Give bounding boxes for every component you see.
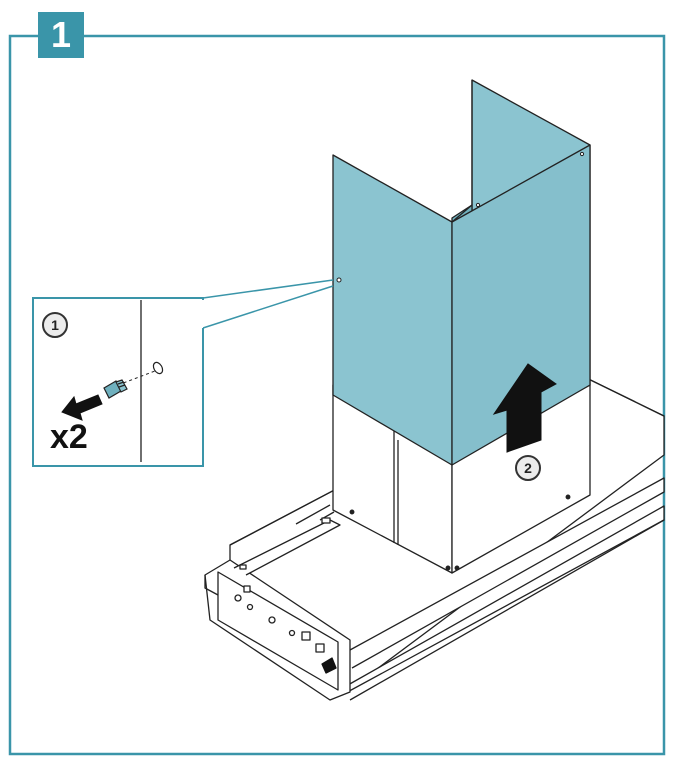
step-frame [8, 34, 666, 756]
step-number-badge: 1 [38, 12, 84, 58]
detail-callout-text: 1 [51, 317, 59, 333]
lift-callout-number: 2 [515, 455, 541, 481]
lift-callout-text: 2 [524, 460, 532, 476]
screw-quantity: x2 [50, 418, 88, 456]
upper-chimney [332, 79, 591, 466]
step-number: 1 [50, 14, 72, 55]
detail-callout-number: 1 [42, 312, 68, 338]
lift-arrow-icon [492, 363, 557, 453]
screw-icon [103, 379, 128, 399]
removal-arrow-icon [61, 394, 103, 421]
